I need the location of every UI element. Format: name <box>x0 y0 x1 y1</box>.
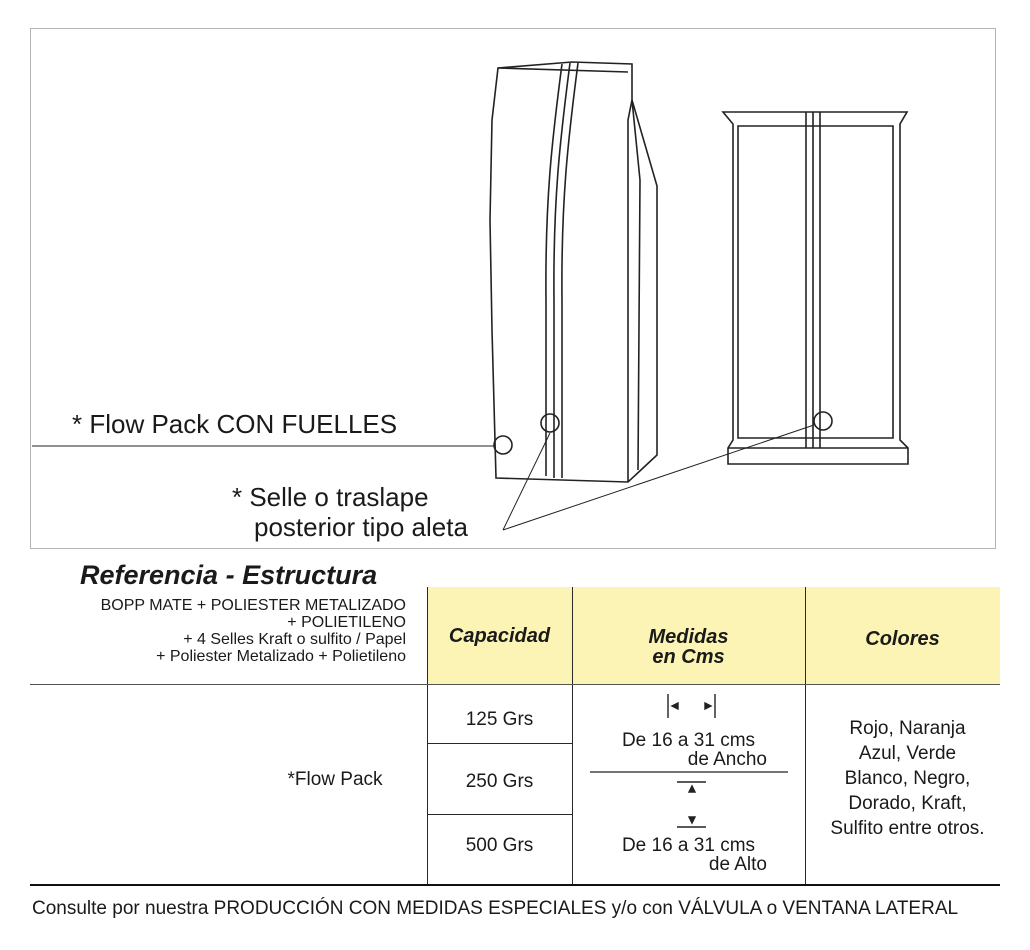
flat-bag-drawing <box>721 111 909 465</box>
color-item: Azul, Verde <box>858 743 957 764</box>
capacity-500: 500 Grs <box>465 835 534 856</box>
illustration-frame <box>30 28 996 549</box>
width-measure-line2: de Ancho <box>687 749 767 770</box>
arrow-left-icon <box>670 701 679 711</box>
footer-note: Consulte por nuestra PRODUCCIÓN CON MEDI… <box>32 898 959 919</box>
product-name: *Flow Pack <box>287 769 383 790</box>
table-divider <box>805 587 806 884</box>
table-divider <box>427 743 572 744</box>
flow-pack-callout: * Flow Pack CON FUELLES <box>72 409 398 439</box>
height-measure-line2: de Alto <box>708 854 767 875</box>
table-divider <box>427 587 428 884</box>
callout-circle <box>493 435 513 455</box>
header-colors: Colores <box>865 627 940 650</box>
capacity-250: 250 Grs <box>465 771 534 792</box>
color-item: Rojo, Naranja <box>849 718 966 739</box>
callout-circle <box>540 413 560 433</box>
callout-circle <box>813 411 833 431</box>
table-header <box>427 587 1000 684</box>
height-measure-line1: De 16 a 31 cms <box>621 835 756 856</box>
width-measure-line1: De 16 a 31 cms <box>621 730 756 751</box>
table-bottom-rule <box>30 884 1000 886</box>
arrow-down-icon <box>687 784 697 793</box>
gusseted-bag-drawing <box>489 61 658 483</box>
leader-line <box>502 424 815 531</box>
header-measures: Medidas en Cms <box>648 626 729 668</box>
table-divider <box>572 587 573 884</box>
reference-structure: BOPP MATE + POLIESTER METALIZADO + POLIE… <box>40 597 406 665</box>
table-divider <box>427 814 572 815</box>
header-capacity: Capacidad <box>448 624 551 647</box>
leader-line <box>502 432 551 531</box>
reference-line: + POLIETILENO <box>287 614 406 631</box>
seal-callout-line1: * Selle o traslape <box>232 482 429 512</box>
color-item: Sulfito entre otros. <box>830 818 985 839</box>
reference-title: Referencia - Estructura <box>80 560 378 590</box>
arrow-up-icon <box>687 816 697 825</box>
reference-line: BOPP MATE + POLIESTER METALIZADO <box>100 597 406 614</box>
arrow-right-icon <box>704 701 713 711</box>
colors-list: Rojo, Naranja Azul, Verde Blanco, Negro,… <box>805 716 1010 841</box>
reference-line: + Poliester Metalizado + Polietileno <box>156 648 406 665</box>
table-divider <box>30 684 1000 685</box>
color-item: Dorado, Kraft, <box>848 793 967 814</box>
color-item: Blanco, Negro, <box>844 768 971 789</box>
width-measure: De 16 a 31 cms de Ancho <box>572 731 805 769</box>
dimension-arrows <box>590 694 788 828</box>
capacity-125: 125 Grs <box>465 709 534 730</box>
seal-callout-line2: posterior tipo aleta <box>254 512 468 542</box>
reference-line: + 4 Selles Kraft o sulfito / Papel <box>183 631 406 648</box>
height-measure: De 16 a 31 cms de Alto <box>572 836 805 874</box>
